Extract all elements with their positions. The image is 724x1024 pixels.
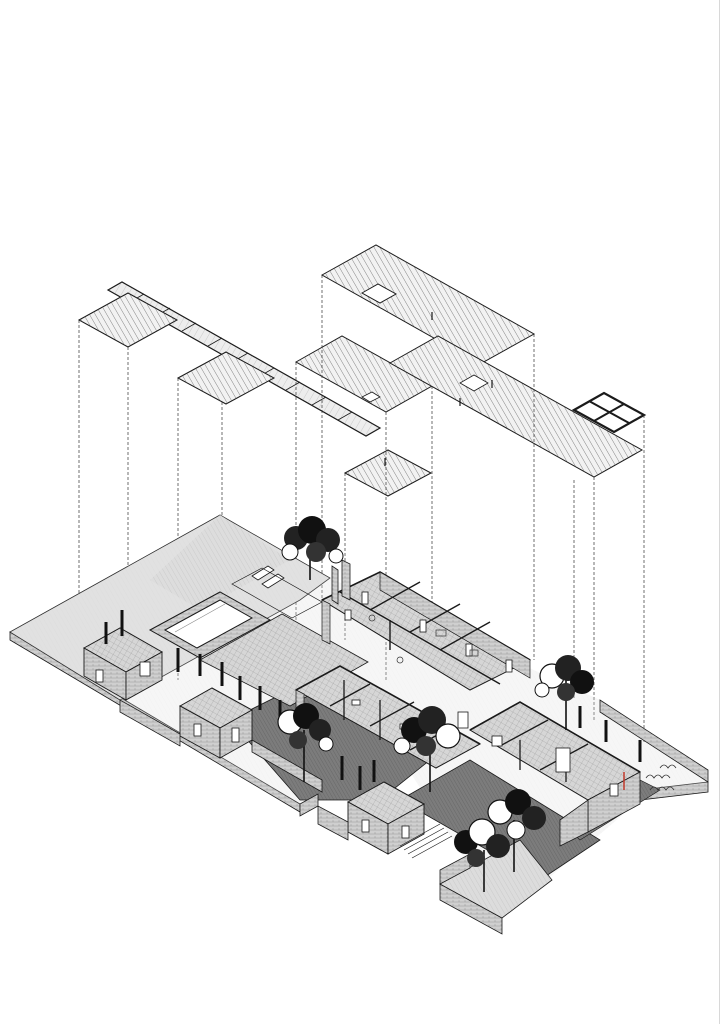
pavilion-left — [82, 627, 164, 701]
tree-icon — [393, 706, 461, 792]
tree-icon — [487, 789, 546, 872]
house-main-block — [320, 571, 532, 691]
roof-right-long — [388, 335, 644, 478]
pavilion-front — [346, 781, 426, 855]
pool — [148, 591, 272, 659]
tree-icon — [277, 703, 334, 782]
roof-small-center — [343, 449, 433, 497]
house-right-block — [468, 701, 642, 847]
roof-layer — [77, 244, 647, 497]
skylight-icon — [360, 283, 398, 304]
page-edge-line — [719, 0, 720, 1024]
tree-icon — [281, 516, 344, 580]
skylight-icon — [459, 374, 489, 392]
roof-pad-2 — [176, 351, 276, 405]
columns — [104, 610, 642, 790]
pavilion-center-left — [178, 687, 254, 759]
garden-bed-right — [645, 764, 677, 791]
skylight-frame — [571, 391, 647, 434]
ground-floor-plan — [9, 514, 709, 935]
front-steps — [399, 823, 453, 859]
roof-main-top — [320, 244, 536, 365]
roof-middle — [294, 335, 434, 413]
tree-icon — [534, 655, 594, 730]
roof-pad-1 — [77, 292, 179, 348]
tree-icon — [454, 818, 510, 892]
